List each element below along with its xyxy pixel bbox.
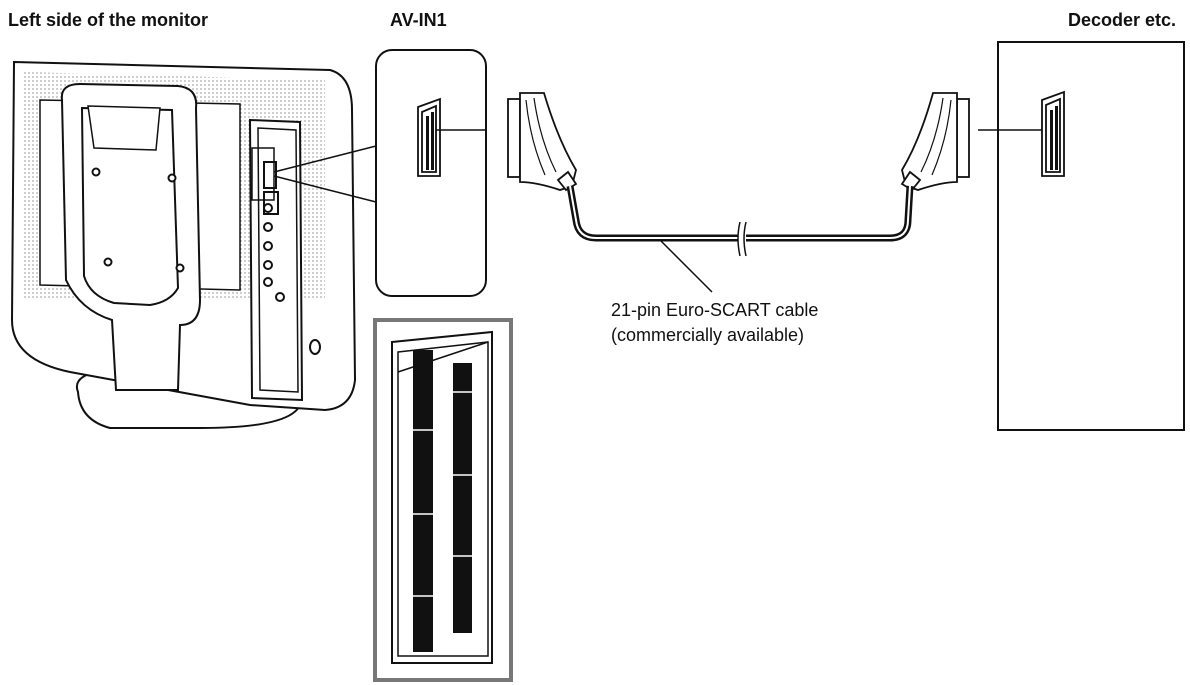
av-in1-socket-icon — [417, 97, 441, 177]
scart-cable-icon — [566, 185, 914, 293]
av-in1-label: AV-IN1 — [390, 10, 447, 30]
decoder-box-icon — [978, 41, 1185, 431]
cable-caption-line1: 21-pin Euro-SCART cable — [611, 300, 819, 320]
enlarged-socket-icon — [373, 318, 513, 682]
monitor-side-label: Left side of the monitor — [8, 10, 208, 30]
cable-caption-line2: (commercially available) — [611, 325, 805, 345]
decoder-socket-icon — [1041, 90, 1065, 177]
monitor-illustration-icon — [10, 60, 357, 429]
cable-caption: 21-pin Euro-SCART cable (commercially av… — [611, 298, 818, 348]
decoder-label: Decoder etc. — [1067, 10, 1176, 30]
av-in1-panel — [375, 49, 487, 297]
av-in1-highlight — [251, 145, 377, 203]
left-plug-icon — [507, 92, 578, 192]
right-plug-icon — [900, 92, 970, 192]
